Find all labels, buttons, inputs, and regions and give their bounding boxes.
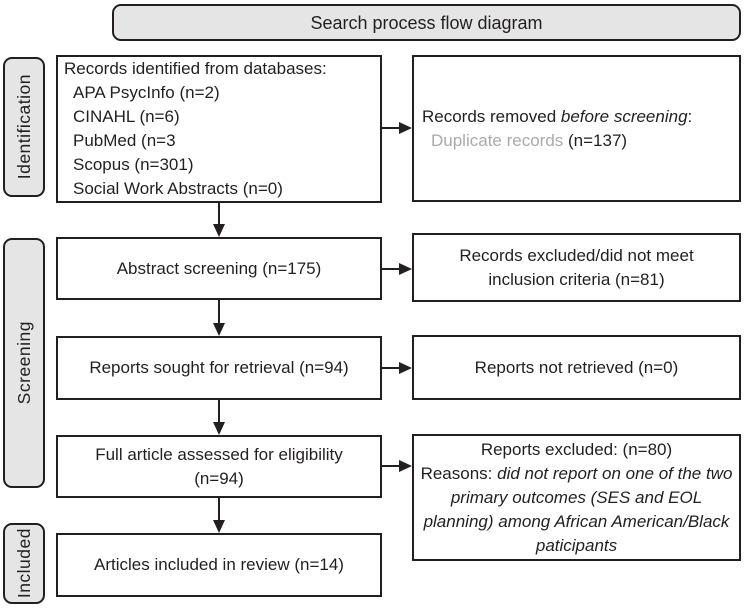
box-records-removed: Records removed before screening: Duplic… [412,55,741,202]
connector-reports-line [382,367,401,369]
full-article-line2: (n=94) [194,468,244,488]
records-removed-line2: Duplicate records (n=137) [422,129,731,153]
box-reports-not-retrieved: Reports not retrieved (n=0) [412,335,741,400]
box-reports-excluded: Reports excluded: (n=80) Reasons: did no… [412,434,741,561]
arrow-down-icon [213,422,225,435]
box-reports-sought: Reports sought for retrieval (n=94) [56,336,382,400]
connector-abstract-line [382,268,401,270]
stage-identification: Identification [3,57,45,197]
connector-eligibility-line [382,465,401,467]
arrow-right-icon [399,122,412,134]
abstract-screening-label: Abstract screening (n=175) [116,258,322,278]
stage-screening: Screening [3,238,45,488]
records-removed-line1: Records removed before screening: [422,106,693,126]
duplicate-records-count: (n=137) [568,130,628,150]
records-identified-item: PubMed (n=3 [73,131,176,150]
records-identified-item: CINAHL (n=6) [73,107,180,126]
arrow-down-icon [213,520,225,533]
records-identified-item: APA PsycInfo (n=2) [73,83,220,102]
arrow-right-icon [399,263,412,275]
articles-included-label: Articles included in review (n=14) [94,555,344,574]
full-article-line1: Full article assessed for eligibility [95,444,343,464]
connector-down-line [218,400,220,423]
connector-identification-line [382,127,401,129]
stage-screening-label: Screening [14,321,34,405]
diagram-title: Search process flow diagram [112,4,741,41]
box-records-identified: Records identified from databases: APA P… [56,55,382,203]
diagram-title-label: Search process flow diagram [310,12,543,33]
stage-included: Included [3,523,45,604]
records-identified-item: Scopus (n=301) [73,155,194,174]
duplicate-records-label: Duplicate records [431,130,569,150]
reports-not-retrieved-label: Reports not retrieved (n=0) [474,357,679,377]
box-articles-included: Articles included in review (n=14) [56,533,382,597]
stage-included-label: Included [14,528,34,599]
reports-excluded-line1: Reports excluded: (n=80) [480,439,673,459]
reports-excluded-reasons: Reasons: did not report on one of the tw… [420,463,733,555]
connector-down-line [218,203,220,225]
records-excluded-label: Records excluded/did not meet inclusion … [459,245,694,289]
connector-down-line [218,300,220,324]
arrow-down-icon [213,224,225,237]
box-full-article: Full article assessed for eligibility (n… [56,435,382,498]
records-identified-item: Social Work Abstracts (n=0) [73,179,283,198]
connector-down-line [218,498,220,521]
box-records-excluded: Records excluded/did not meet inclusion … [412,233,741,302]
arrow-right-icon [399,460,412,472]
arrow-right-icon [399,362,412,374]
records-identified-heading: Records identified from databases: [64,59,327,78]
arrow-down-icon [213,323,225,336]
stage-identification-label: Identification [14,74,34,180]
reports-sought-label: Reports sought for retrieval (n=94) [89,358,349,377]
box-abstract-screening: Abstract screening (n=175) [56,237,382,300]
